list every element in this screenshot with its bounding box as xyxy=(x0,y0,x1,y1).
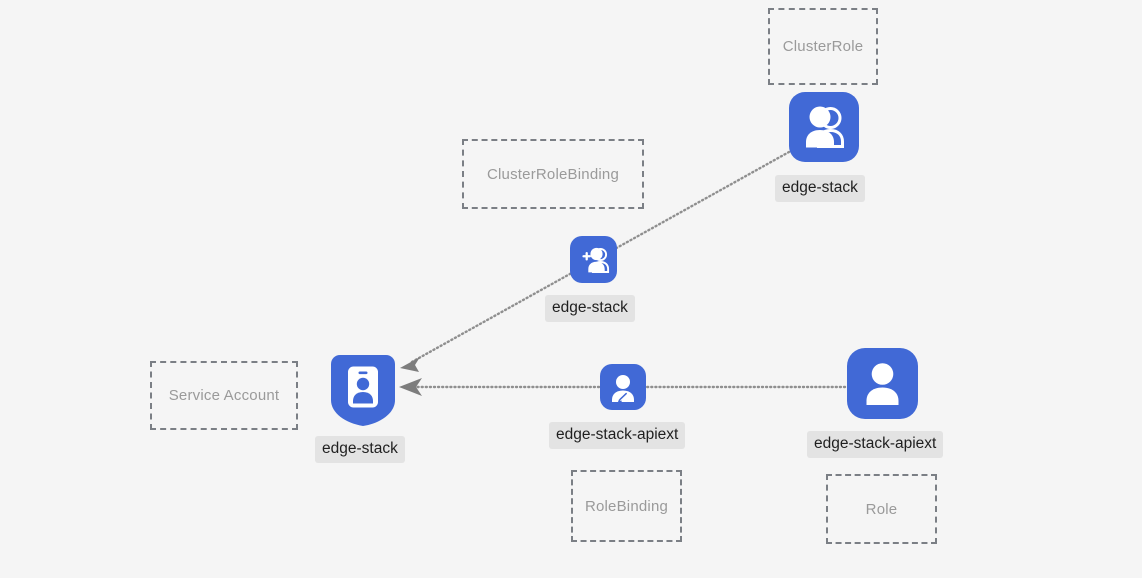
kind-box-serviceaccount[interactable]: Service Account xyxy=(150,361,298,430)
people-group-icon xyxy=(789,92,859,162)
kind-box-label: ClusterRoleBinding xyxy=(486,165,619,183)
arrow-head-icon xyxy=(400,357,420,372)
person-icon xyxy=(847,348,918,419)
node-serviceaccount-edge-stack[interactable] xyxy=(331,355,395,426)
node-label-rolebinding: edge-stack-apiext xyxy=(549,422,686,449)
person-edit-icon xyxy=(600,364,646,410)
kind-box-label: ClusterRole xyxy=(782,38,864,55)
node-clusterrolebinding-edge-stack[interactable] xyxy=(570,236,617,283)
node-label-role: edge-stack-apiext xyxy=(807,431,944,458)
kind-box-label: RoleBinding xyxy=(584,497,669,515)
node-label-serviceaccount: edge-stack xyxy=(315,436,405,463)
node-label-clusterrolebinding: edge-stack xyxy=(545,295,635,322)
kind-box-label: Role xyxy=(865,500,898,518)
kind-box-label: Service Account xyxy=(168,387,280,404)
kind-box-rolebinding[interactable]: RoleBinding xyxy=(571,470,682,542)
arrow-head-icon xyxy=(399,378,422,396)
kind-box-role[interactable]: Role xyxy=(826,474,937,544)
node-label-clusterrole: edge-stack xyxy=(775,175,865,202)
node-role-edge-stack-apiext[interactable] xyxy=(847,348,918,419)
kind-box-clusterrole[interactable]: ClusterRole xyxy=(768,8,878,85)
node-rolebinding-edge-stack-apiext[interactable] xyxy=(600,364,646,410)
person-add-icon xyxy=(570,236,617,283)
id-badge-shield-icon xyxy=(331,355,395,426)
node-clusterrole-edge-stack[interactable] xyxy=(789,92,859,162)
kind-box-clusterrolebinding[interactable]: ClusterRoleBinding xyxy=(462,139,644,209)
